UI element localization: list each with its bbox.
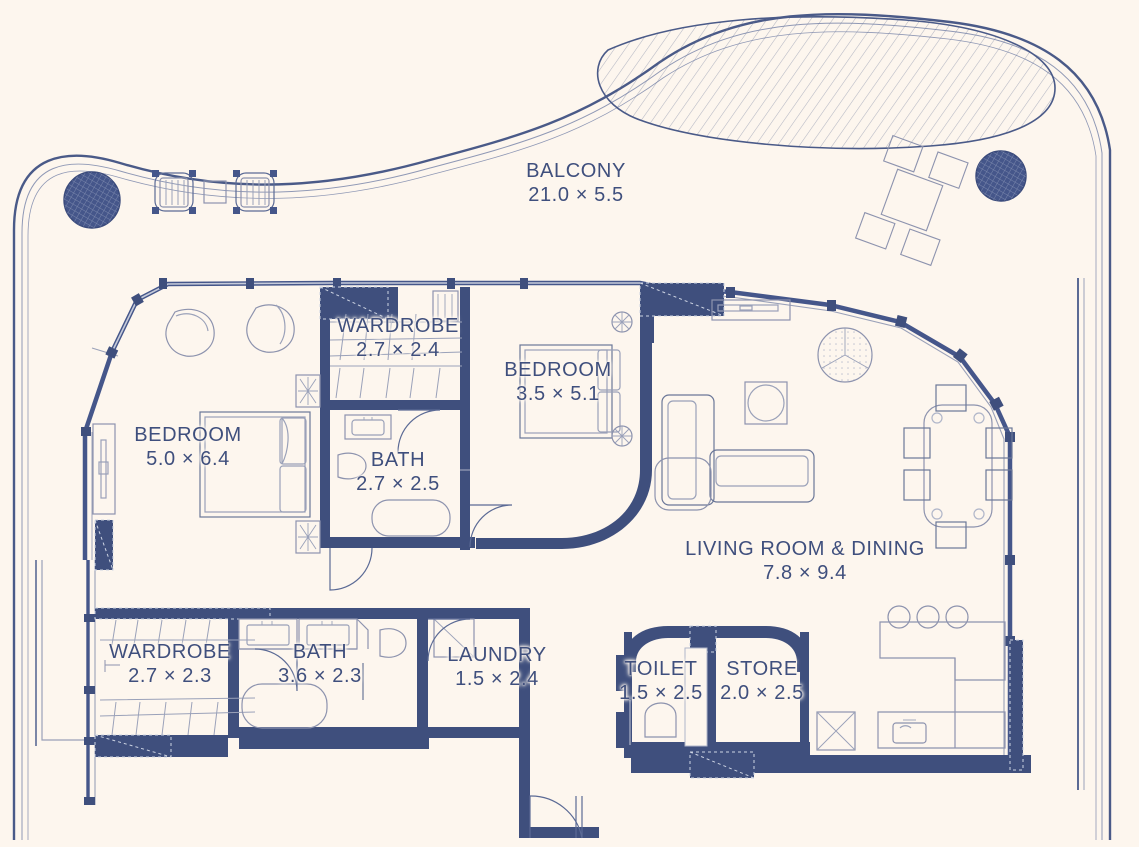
wardrobe-rails [329, 313, 463, 399]
dining-chair [903, 469, 931, 501]
outdoor-chair-top [882, 134, 924, 173]
sun-lounger-group [152, 170, 277, 214]
sectional-sofa [654, 394, 815, 511]
dining-chair [985, 469, 1013, 501]
planter-group [63, 150, 1027, 229]
wc-bath-1 [337, 452, 367, 480]
dining-chair [935, 384, 967, 412]
tv-console-bedroom [92, 423, 116, 515]
bathtub-1 [371, 499, 451, 537]
master-bed [199, 411, 311, 518]
bedside-table-upper [295, 374, 321, 408]
kitchen-hob [887, 605, 969, 629]
vanity-bath-1 [344, 414, 392, 440]
wardrobe-2-rails [99, 619, 256, 736]
dining-table-8-seat [903, 384, 1013, 549]
guest-bed [519, 344, 621, 439]
tv-unit-living [711, 299, 791, 321]
coffee-table [744, 381, 788, 425]
bedside-lamp-upper [611, 311, 633, 333]
bedside-lamp-lower [611, 425, 633, 447]
wc-bath-2 [379, 628, 407, 658]
wc-toilet [644, 702, 677, 738]
door-bedroom-2 [469, 504, 513, 548]
curtain-wall-glazing [35, 278, 1085, 805]
outdoor-dining-table [854, 134, 969, 267]
outdoor-chair-top2 [928, 151, 969, 190]
sliding-panel-group [94, 282, 1024, 779]
double-vanity [238, 618, 369, 650]
door-group [254, 409, 631, 839]
sun-lounger-left [152, 170, 196, 214]
furniture-group [92, 290, 1013, 751]
door-bath-2 [254, 648, 298, 692]
outdoor-chair-bottom2 [900, 228, 941, 267]
toilet-partition [684, 647, 708, 747]
door-bath-1 [397, 409, 441, 453]
round-rug [817, 327, 873, 383]
outdoor-chair-bottom [854, 211, 896, 250]
bedside-table-lower [295, 520, 321, 554]
door-laundry [427, 618, 471, 662]
armchair-left [165, 308, 215, 357]
armchair-right [246, 304, 295, 353]
kitchen-counter [877, 621, 1006, 749]
interior-walls [95, 283, 1031, 838]
swimming-pool [596, 16, 1056, 150]
fridge [816, 711, 856, 751]
bathtub-2 [241, 683, 328, 729]
dining-chair [935, 521, 967, 549]
dining-chair [903, 427, 931, 459]
dining-chair [985, 427, 1013, 459]
door-corridor [329, 547, 373, 591]
side-table [203, 180, 227, 204]
door-entry [529, 795, 583, 839]
washing-machine [433, 618, 475, 658]
sun-lounger-right [233, 170, 277, 214]
wardrobe-mirror [432, 290, 459, 322]
kitchen-sink [892, 719, 927, 744]
